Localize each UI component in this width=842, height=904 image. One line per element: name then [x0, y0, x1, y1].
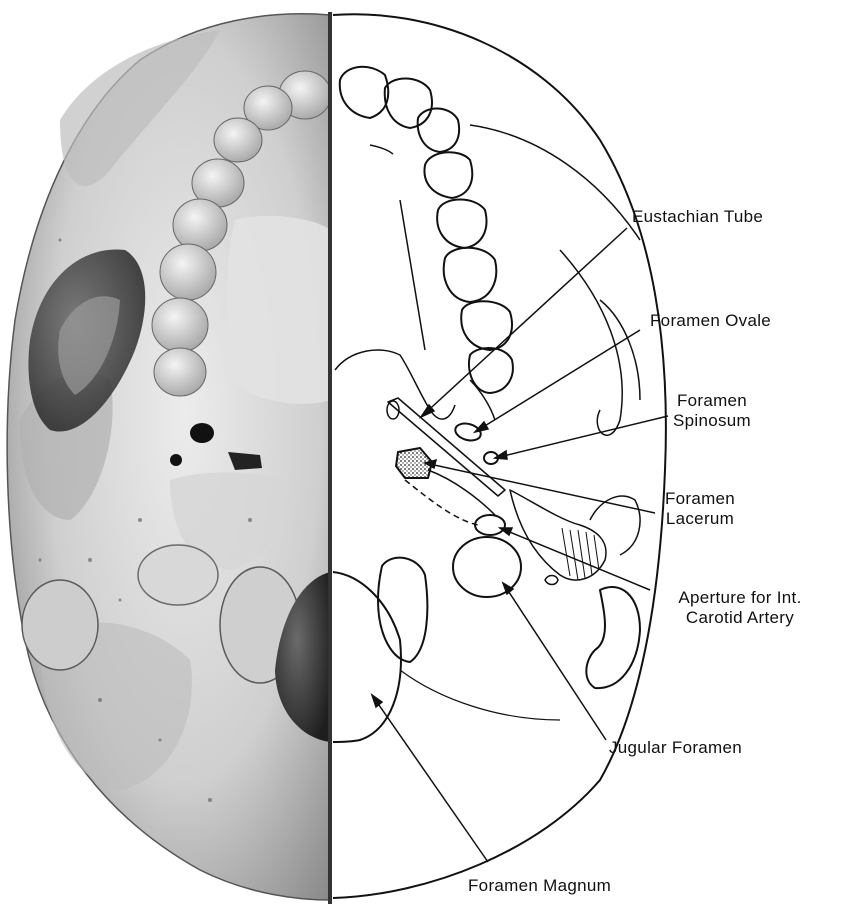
skull-photo-half [7, 14, 331, 900]
label-foramen-spinosum-line2: Spinosum [672, 411, 752, 431]
mastoid-photo [22, 580, 98, 670]
label-foramen-lacerum-line1: Foramen [660, 489, 740, 509]
label-carotid-aperture: Aperture for Int. Carotid Artery [652, 588, 828, 628]
carotid-aperture-drawing [475, 515, 505, 535]
label-foramen-magnum: Foramen Magnum [468, 876, 611, 896]
label-carotid-aperture-line1: Aperture for Int. [652, 588, 828, 608]
teeth-drawing [340, 67, 513, 393]
label-eustachian-tube: Eustachian Tube [632, 207, 763, 227]
label-foramen-ovale: Foramen Ovale [650, 311, 771, 331]
leader-lines [372, 228, 668, 862]
label-foramen-spinosum: Foramen Spinosum [672, 391, 752, 431]
label-jugular-foramen: Jugular Foramen [609, 738, 742, 758]
label-foramen-lacerum-line2: Lacerum [660, 509, 740, 529]
label-foramen-lacerum: Foramen Lacerum [660, 489, 740, 529]
label-foramen-spinosum-line1: Foramen [672, 391, 752, 411]
occipital-condyle-photo [138, 545, 218, 605]
foramen-magnum-drawing [333, 572, 401, 742]
label-carotid-aperture-line2: Carotid Artery [652, 608, 828, 628]
midline-divider [328, 12, 332, 904]
